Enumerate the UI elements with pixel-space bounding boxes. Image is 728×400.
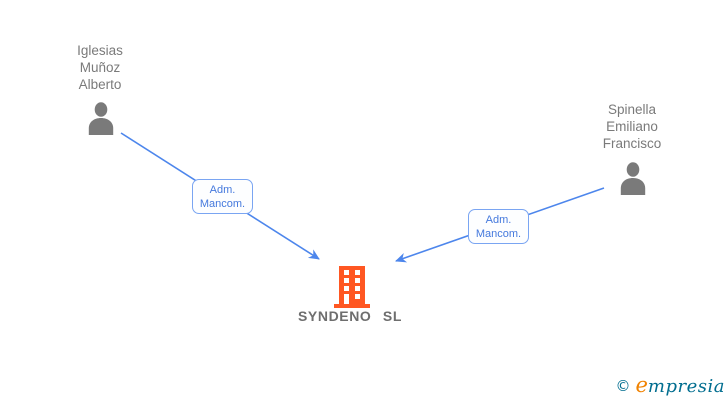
person1-name-line2: Muñoz [79, 60, 121, 75]
empresia-logo[interactable]: ©empresia [615, 373, 725, 397]
brand-wordmark: mpresia [647, 376, 725, 397]
person2-name-line1: Spinella [607, 102, 657, 117]
person1-name-line1: Iglesias [77, 43, 123, 58]
person1-icon[interactable] [84, 102, 118, 135]
person2-icon[interactable] [616, 162, 650, 195]
edge2-label-line2: Mancom. [475, 228, 522, 240]
brand-initial: e [635, 373, 648, 397]
person1-name: Iglesias Muñoz Alberto [40, 42, 160, 93]
company-building-icon[interactable] [334, 266, 370, 308]
copyright-icon: © [615, 377, 631, 395]
edge2-label-box[interactable]: Adm. Mancom. [468, 209, 529, 244]
edge1-label-box[interactable]: Adm. Mancom. [192, 179, 253, 214]
person1-name-line3: Alberto [78, 77, 122, 92]
person-silhouette-icon [620, 162, 646, 195]
building-icon [334, 266, 370, 308]
person2-name: Spinella Emiliano Francisco [572, 101, 692, 152]
edge2-label-line1: Adm. [485, 214, 512, 226]
person-silhouette-icon [88, 102, 114, 135]
company-name-label: SYNDENO SL [297, 308, 402, 324]
edge1-label-line2: Mancom. [199, 198, 246, 210]
person2-name-line3: Francisco [602, 136, 662, 151]
edge1-label-line1: Adm. [209, 184, 236, 196]
person2-name-line2: Emiliano [606, 119, 658, 134]
